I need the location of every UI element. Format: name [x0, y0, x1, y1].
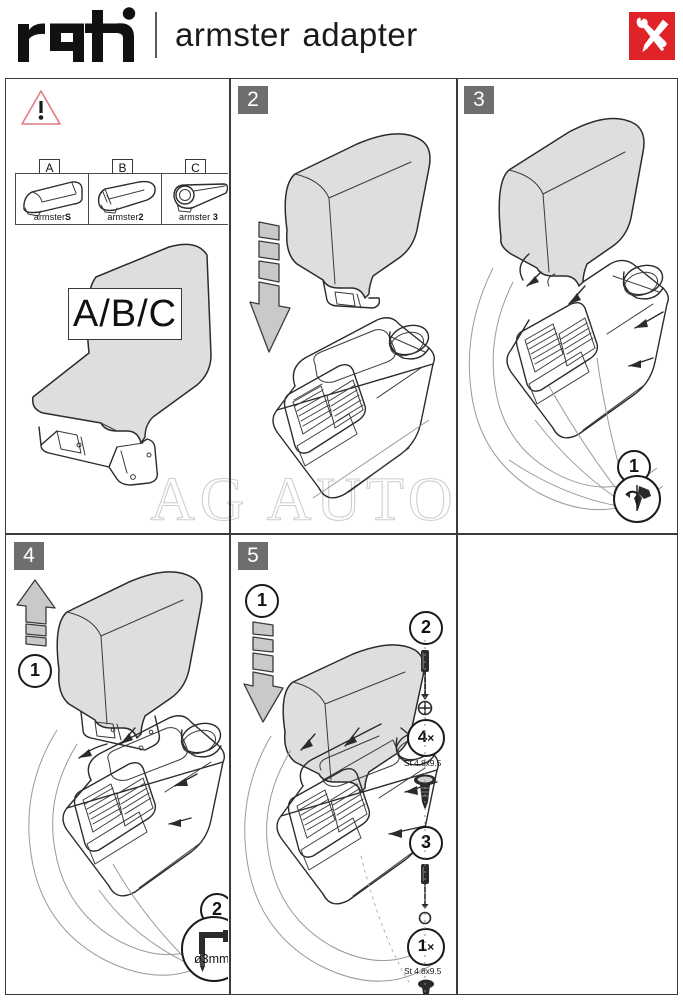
armrest-illustration-2	[284, 133, 431, 309]
qty-value-2: 1	[417, 936, 428, 955]
page-header: armster adapter	[0, 0, 683, 75]
parts-connector	[424, 640, 426, 994]
armrest-illustration-5	[282, 644, 425, 793]
armrest-illustration-1	[31, 243, 212, 486]
down-arrow-icon-panel5	[243, 621, 284, 723]
console-illustration-5	[244, 723, 444, 983]
brand-logo	[12, 6, 182, 66]
grid-divider-v2	[456, 79, 458, 994]
variant-card-B[interactable]: armster2	[88, 173, 163, 225]
wrench-screwdriver-icon	[629, 12, 675, 60]
instruction-grid	[5, 78, 678, 995]
console-illustration-4	[28, 715, 228, 976]
panel-6-empty	[457, 536, 678, 994]
variant-label-C: armster 3	[179, 212, 218, 222]
page-title: armster adapter	[175, 16, 418, 54]
armrest-console-assembly-3	[468, 117, 670, 510]
warning-triangle-icon	[19, 88, 63, 133]
panel-5: 5 1	[231, 536, 453, 994]
console-illustration-2	[272, 317, 436, 499]
variant-label-A: armsterS	[33, 212, 72, 222]
part-spec-2: St 4.8x9.5	[404, 966, 442, 976]
trim-pry-tool-icon	[613, 475, 661, 523]
up-arrow-icon	[16, 579, 56, 647]
part-spec-1: St 4.8x9.5	[404, 758, 442, 768]
qty-value-1: 4	[417, 727, 428, 746]
qty-unit-1: ×	[427, 731, 435, 745]
cross-head-icon-2	[418, 911, 432, 925]
grid-divider-v1	[229, 79, 231, 994]
part-badge-3: 3	[409, 826, 443, 860]
qty-unit-2: ×	[427, 940, 435, 954]
part-badge-2: 2	[409, 611, 443, 645]
variant-card-A[interactable]: armsterS	[15, 173, 90, 225]
panel-4: 4 1	[7, 536, 228, 994]
small-screw-icon	[418, 979, 434, 994]
grid-divider-h1	[6, 533, 677, 535]
armrest-illustration-4	[56, 571, 203, 751]
variant-card-C[interactable]: armster 3	[161, 173, 228, 225]
panel-3: 3	[457, 80, 678, 532]
title-armster: armster	[175, 16, 291, 53]
part-quantity-4x: 4×	[407, 719, 445, 757]
step-number-5: 5	[238, 542, 268, 570]
variant-label-B: armster2	[107, 212, 144, 222]
part-quantity-1x: 1×	[407, 928, 445, 966]
callout-badge-1-panel5: 1	[245, 584, 279, 618]
step-number-2: 2	[238, 86, 268, 114]
step-number-4: 4	[14, 542, 44, 570]
header-divider	[155, 12, 157, 58]
step-number-3: 3	[464, 86, 494, 114]
panel-2: 2	[231, 80, 453, 532]
panel-1: A armsterS B armster2 C ar	[7, 80, 228, 532]
callout-badge-1-panel4: 1	[18, 654, 52, 688]
selection-label-abc: A/B/C	[68, 288, 182, 340]
down-arrow-icon	[249, 221, 291, 353]
title-adapter: adapter	[302, 16, 418, 53]
drill-bit-icon	[181, 916, 228, 982]
drill-spec-label: ø3mm	[194, 952, 228, 966]
